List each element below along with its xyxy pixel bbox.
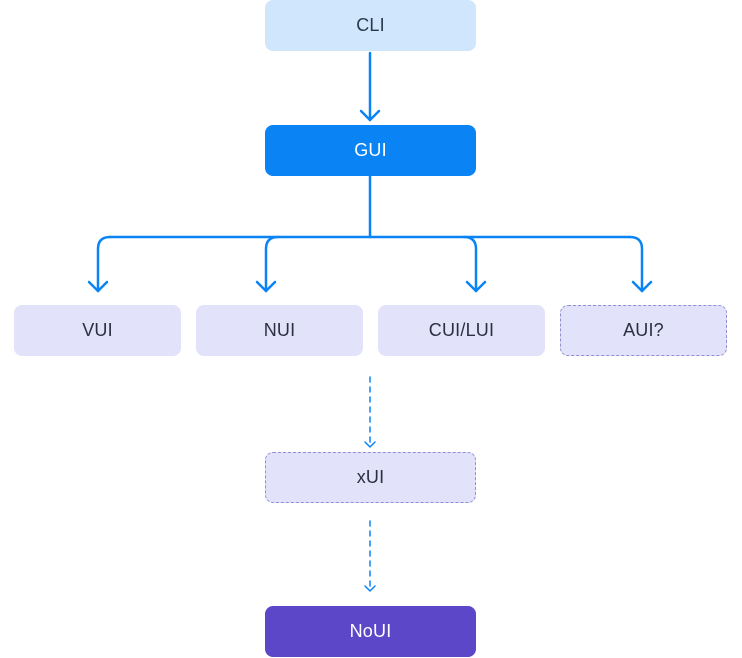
node-aui-label: AUI? bbox=[623, 320, 664, 340]
edge-to-xui-dashed bbox=[364, 376, 376, 448]
node-cli-label: CLI bbox=[356, 15, 385, 35]
edge-cli-to-gui bbox=[359, 51, 381, 122]
node-cui-lui-label: CUI/LUI bbox=[428, 320, 495, 340]
edge-gui-to-nui bbox=[255, 235, 280, 293]
node-vui: VUI bbox=[14, 305, 181, 356]
node-nui: NUI bbox=[196, 305, 363, 356]
node-xui: xUI bbox=[265, 452, 476, 503]
edge-gui-branch bbox=[108, 174, 632, 239]
node-noui-label: NoUI bbox=[349, 621, 392, 641]
edge-gui-to-aui bbox=[628, 235, 653, 293]
node-vui-label: VUI bbox=[82, 320, 113, 340]
edge-gui-to-cui-lui bbox=[462, 235, 487, 293]
node-gui: GUI bbox=[265, 125, 476, 176]
node-noui: NoUI bbox=[265, 606, 476, 657]
node-aui: AUI? bbox=[560, 305, 727, 356]
edge-gui-to-vui bbox=[87, 235, 112, 293]
node-cli: CLI bbox=[265, 0, 476, 51]
node-gui-label: GUI bbox=[354, 140, 387, 160]
node-xui-label: xUI bbox=[356, 467, 385, 487]
edge-xui-to-noui-dashed bbox=[364, 520, 376, 592]
node-nui-label: NUI bbox=[263, 320, 296, 340]
node-cui-lui: CUI/LUI bbox=[378, 305, 545, 356]
